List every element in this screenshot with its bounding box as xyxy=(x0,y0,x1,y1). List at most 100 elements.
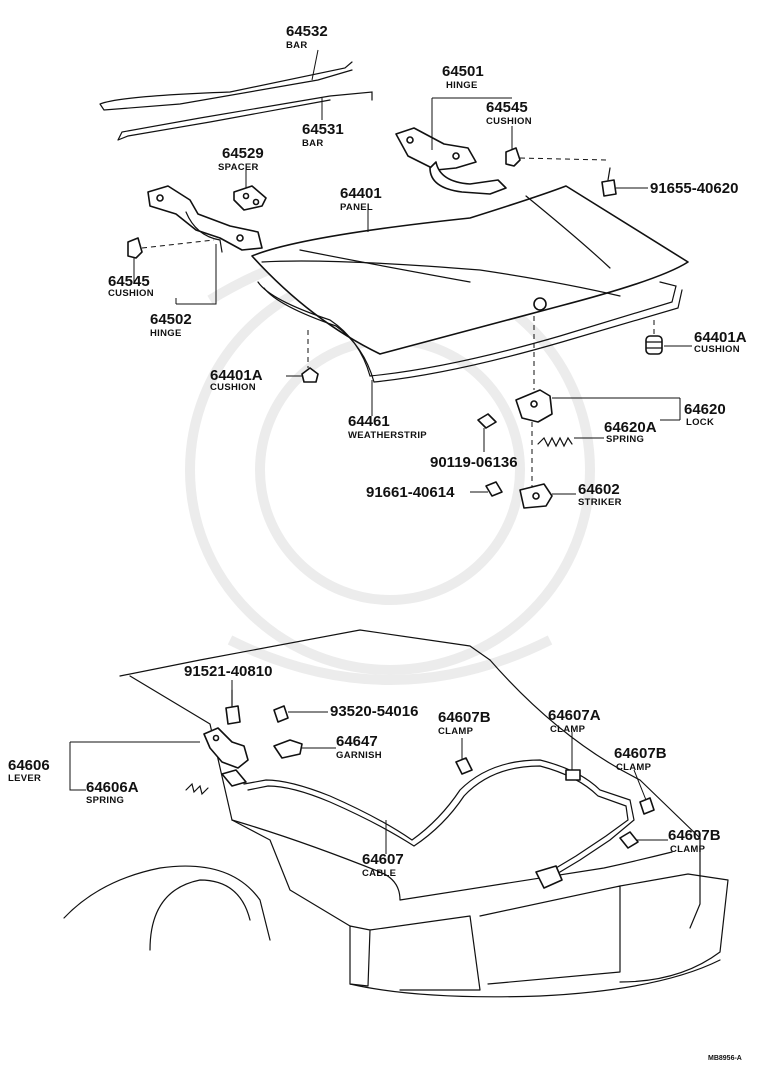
svg-text:CUSHION: CUSHION xyxy=(210,382,256,393)
callout-64502-hinge: 64502 HINGE xyxy=(150,311,192,339)
callout-64606A-spring: 64606A SPRING xyxy=(86,779,139,806)
trunk-lock-on-body xyxy=(535,865,563,889)
hinge-64501[interactable] xyxy=(395,127,507,195)
svg-text:64502: 64502 xyxy=(150,311,192,328)
callout-64607-cable: 64607 CABLE xyxy=(362,851,404,879)
svg-text:SPRING: SPRING xyxy=(86,795,124,806)
clamp-64607B-center[interactable] xyxy=(455,757,473,775)
svg-text:64401: 64401 xyxy=(340,185,382,202)
svg-text:LOCK: LOCK xyxy=(686,417,714,428)
callout-91655-40620: 91655-40620 xyxy=(650,180,738,197)
svg-text:WEATHERSTRIP: WEATHERSTRIP xyxy=(348,430,427,441)
callout-64531-bar: 64531 BAR xyxy=(302,121,344,149)
cushion-64401A-right[interactable] xyxy=(645,335,663,355)
diagram-reference-code: MB8956-A xyxy=(708,1055,742,1062)
svg-text:64607B: 64607B xyxy=(438,709,491,726)
svg-text:64602: 64602 xyxy=(578,481,620,498)
spring-64606A[interactable] xyxy=(185,782,209,796)
svg-text:SPRING: SPRING xyxy=(606,434,644,445)
svg-text:BAR: BAR xyxy=(286,40,307,51)
clamp-64607B-right-lower[interactable] xyxy=(619,831,639,849)
svg-text:64461: 64461 xyxy=(348,413,390,430)
svg-text:64545: 64545 xyxy=(108,273,150,290)
bolt-90119-06136[interactable] xyxy=(477,413,497,429)
callout-64532-bar: 64532 BAR xyxy=(286,23,328,51)
svg-text:64401A: 64401A xyxy=(210,367,263,384)
callout-64401-panel: 64401 PANEL xyxy=(340,185,382,213)
svg-text:91655-40620: 91655-40620 xyxy=(650,180,738,197)
callout-64606-lever: 64606 LEVER xyxy=(8,757,50,784)
svg-text:64607B: 64607B xyxy=(668,827,721,844)
callout-64607B-clamp-right-upper: 64607B CLAMP xyxy=(614,745,667,773)
svg-text:SPACER: SPACER xyxy=(218,162,259,173)
striker-64602[interactable] xyxy=(519,483,553,509)
svg-text:64531: 64531 xyxy=(302,121,344,138)
svg-text:HINGE: HINGE xyxy=(150,328,182,339)
callout-64602-striker: 64602 STRIKER xyxy=(578,481,622,508)
svg-text:64501: 64501 xyxy=(442,63,484,80)
callout-64647-garnish: 64647 GARNISH xyxy=(336,733,382,761)
callout-91521-40810: 91521-40810 xyxy=(184,663,272,680)
bolt-91521-40810[interactable] xyxy=(225,689,241,725)
callout-91661-40614: 91661-40614 xyxy=(366,484,455,501)
trunk-lid-panel-64401[interactable] xyxy=(251,185,689,355)
lever-link xyxy=(221,769,247,787)
callout-64620A-spring: 64620A SPRING xyxy=(604,419,657,445)
leader-lines xyxy=(69,49,692,854)
lever-64606[interactable] xyxy=(203,727,249,769)
svg-text:CLAMP: CLAMP xyxy=(616,762,652,773)
svg-text:64647: 64647 xyxy=(336,733,378,750)
svg-text:LEVER: LEVER xyxy=(8,773,41,784)
garnish-64647[interactable] xyxy=(273,739,303,759)
svg-text:64620A: 64620A xyxy=(604,419,657,436)
bar-64532[interactable] xyxy=(99,61,353,111)
cushion-64401A-left[interactable] xyxy=(301,367,319,383)
svg-text:STRIKER: STRIKER xyxy=(578,497,622,508)
svg-text:64607: 64607 xyxy=(362,851,404,868)
bolt-91655-40620[interactable] xyxy=(601,167,617,197)
callout-64545-cushion-right: 64545 CUSHION xyxy=(486,99,532,127)
callout-64401A-cushion-left: 64401A CUSHION xyxy=(210,367,263,393)
svg-text:CLAMP: CLAMP xyxy=(550,724,586,735)
spacer-64529[interactable] xyxy=(233,185,267,211)
svg-text:64401A: 64401A xyxy=(694,329,747,346)
svg-text:64606: 64606 xyxy=(8,757,50,774)
svg-text:64620: 64620 xyxy=(684,401,726,418)
callout-64401A-cushion-right: 64401A CUSHION xyxy=(694,329,747,355)
bar-64531[interactable] xyxy=(117,91,373,141)
cushion-64545-left[interactable] xyxy=(127,237,143,259)
svg-text:64606A: 64606A xyxy=(86,779,139,796)
bolt-91661-40614[interactable] xyxy=(485,481,503,497)
callout-64529-spacer: 64529 SPACER xyxy=(218,145,264,173)
screw-93520-54016[interactable] xyxy=(273,705,289,723)
clamp-64607A[interactable] xyxy=(565,769,581,781)
svg-text:64529: 64529 xyxy=(222,145,264,162)
svg-text:GARNISH: GARNISH xyxy=(336,750,382,761)
callout-90119-06136: 90119-06136 xyxy=(430,454,518,471)
cushion-64545-right[interactable] xyxy=(505,147,521,167)
lock-64620[interactable] xyxy=(515,389,553,423)
callout-64545-cushion-left: 64545 CUSHION xyxy=(108,273,154,299)
svg-text:CLAMP: CLAMP xyxy=(670,844,706,855)
svg-text:64607A: 64607A xyxy=(548,707,601,724)
car-body-outline xyxy=(63,629,729,998)
svg-text:91661-40614: 91661-40614 xyxy=(366,484,455,501)
spring-64620A[interactable] xyxy=(537,436,573,448)
svg-text:91521-40810: 91521-40810 xyxy=(184,663,272,680)
svg-text:64607B: 64607B xyxy=(614,745,667,762)
callout-64461-weatherstrip: 64461 WEATHERSTRIP xyxy=(348,413,427,441)
svg-text:CLAMP: CLAMP xyxy=(438,726,474,737)
callout-64620-lock: 64620 LOCK xyxy=(684,401,726,428)
callout-93520-54016: 93520-54016 xyxy=(330,703,418,720)
svg-text:CUSHION: CUSHION xyxy=(108,288,154,299)
hinge-64502[interactable] xyxy=(147,185,263,253)
clamp-64607B-right-upper[interactable] xyxy=(639,797,655,815)
callout-64501-hinge: 64501 HINGE xyxy=(442,63,484,91)
callout-64607B-clamp-right-lower: 64607B CLAMP xyxy=(668,827,721,855)
svg-text:93520-54016: 93520-54016 xyxy=(330,703,418,720)
weatherstrip-64461[interactable] xyxy=(257,281,683,383)
svg-text:64532: 64532 xyxy=(286,23,328,40)
svg-text:PANEL: PANEL xyxy=(340,202,373,213)
svg-text:64545: 64545 xyxy=(486,99,528,116)
